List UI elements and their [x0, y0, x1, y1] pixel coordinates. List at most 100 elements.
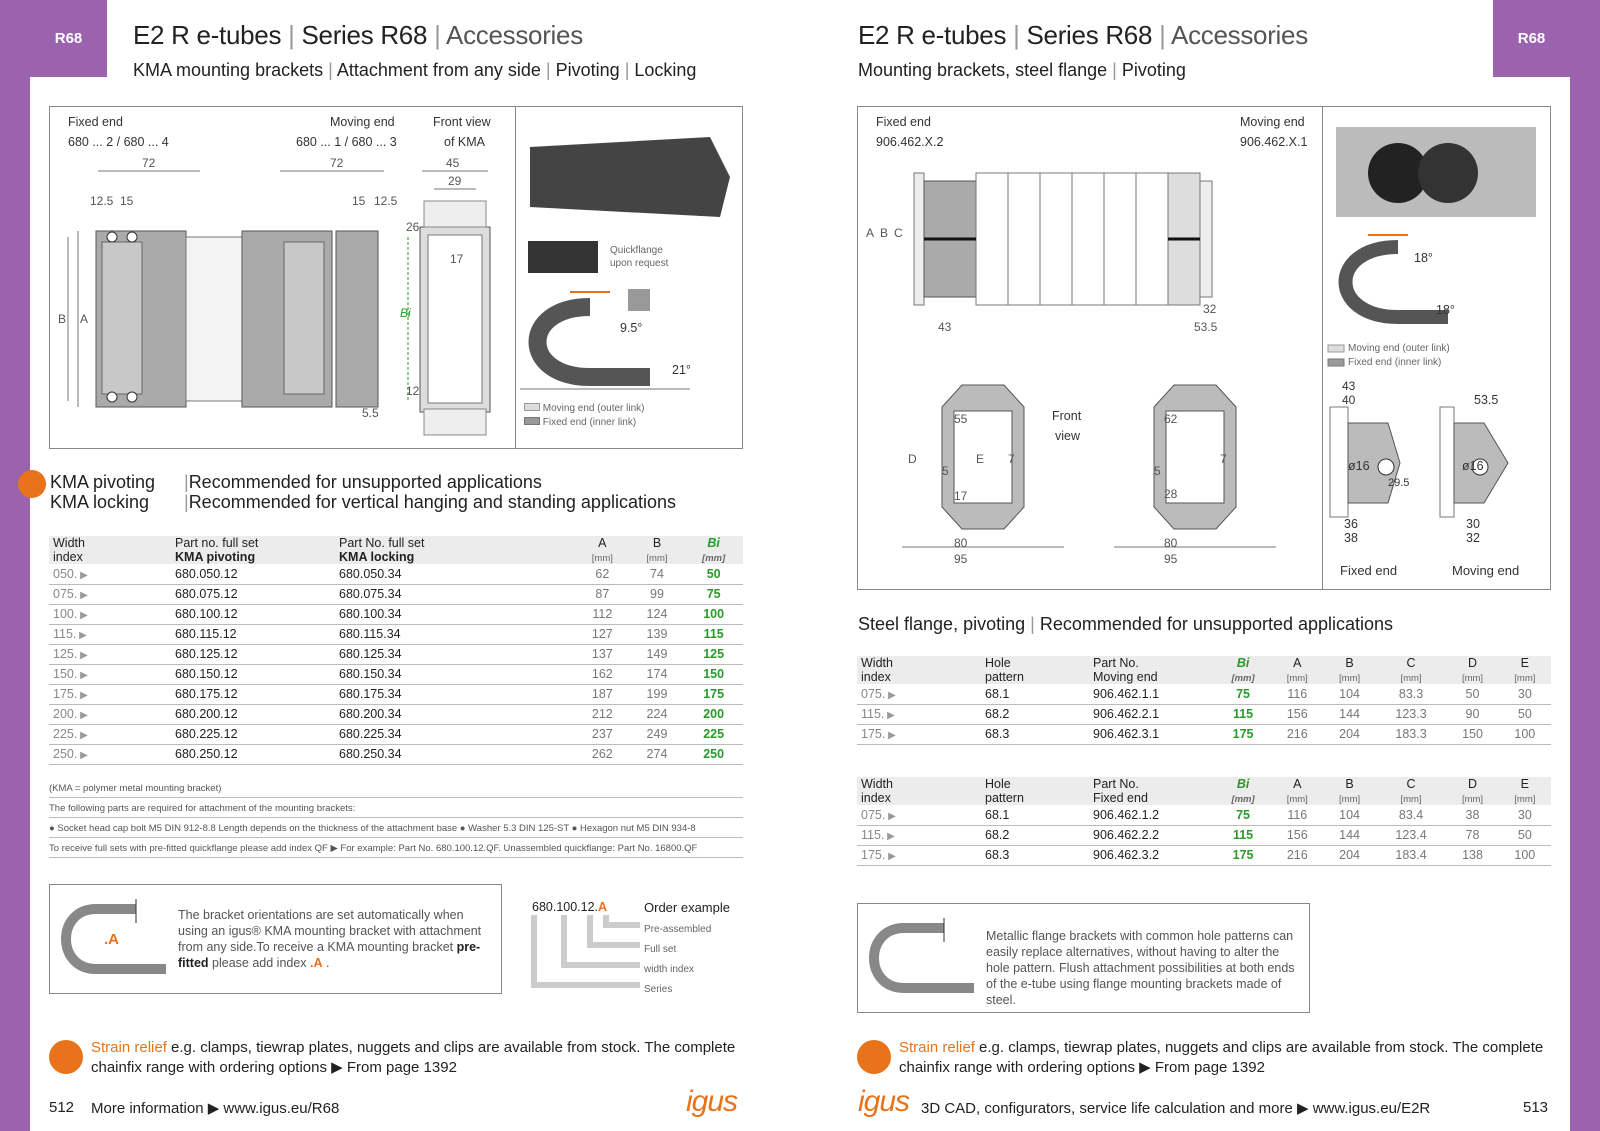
kma-recommendations: KMA pivoting|Recommended for unsupported…: [50, 472, 676, 512]
width-index-cell: 225. ▶: [49, 724, 171, 745]
dim-r-95-b: 95: [1164, 552, 1178, 566]
orientation-box: .A The bracket orientations are set auto…: [49, 884, 502, 994]
dim-r-95-a: 95: [954, 552, 968, 566]
dim-72-moving: 72: [330, 156, 344, 170]
side-dim-36: 36: [1344, 517, 1358, 531]
chain-curve-icon: [61, 899, 166, 974]
series-tab-left: R68: [30, 0, 107, 77]
dim-letter-b: B: [58, 312, 66, 326]
dim-5-5: 5.5: [362, 406, 379, 420]
right-page-title: E2 R e-tubes | Series R68 | Accessories: [858, 20, 1308, 50]
dim-12-5-right: 12.5: [374, 194, 398, 208]
legend-fixed-r: Fixed end (inner link): [1348, 357, 1442, 368]
width-index-cell: 200. ▶: [49, 704, 171, 725]
width-index-cell: 075. ▶: [49, 584, 171, 605]
width-index-cell: 125. ▶: [49, 644, 171, 665]
fixed-end-label: Fixed end: [68, 115, 123, 129]
steel-flange-tech-drawing: 43 32 53.5 55 17 80 95 62 28 80 95 5 7 5…: [866, 127, 1536, 566]
footer-link-right[interactable]: 3D CAD, configurators, service life calc…: [921, 1100, 1431, 1117]
side-dim-43: 43: [1342, 379, 1356, 393]
side-moving-label: Moving end: [1452, 563, 1520, 578]
dim-r-5-b: 5: [1154, 464, 1161, 478]
moving-end-label: Moving end: [330, 115, 395, 129]
order-preassembled: Pre-assembled: [644, 924, 712, 935]
order-example-title: Order example: [644, 900, 730, 915]
series-tab-right: R68: [1493, 0, 1570, 77]
width-index-cell: 150. ▶: [49, 664, 171, 685]
side-dim-40: 40: [1342, 393, 1356, 407]
dim-r-80-b: 80: [1164, 536, 1178, 550]
left-page-title: E2 R e-tubes | Series R68 | Accessories: [133, 20, 583, 50]
note-parts-required: The following parts are required for att…: [49, 800, 743, 818]
fixed-end-partno: 680 ... 2 / 680 ... 4: [68, 135, 169, 149]
dim-r-55: 55: [954, 412, 968, 426]
note-quickflange: To receive full sets with pre-fitted qui…: [49, 840, 743, 858]
side-dim-38: 38: [1344, 531, 1358, 545]
order-width-index: width index: [644, 964, 695, 975]
row-arrow-icon: ▶: [77, 590, 88, 601]
dim-r-letter-d: D: [908, 452, 917, 466]
strain-relief-icon-left: [49, 1040, 83, 1074]
dim-r-17: 17: [954, 489, 968, 503]
row-arrow-icon: ▶: [885, 810, 896, 822]
dim-r-letter-a: A: [866, 226, 874, 240]
dim-r-28: 28: [1164, 487, 1178, 501]
footer-link-left[interactable]: More information ▶ www.igus.eu/R68: [91, 1100, 340, 1117]
dim-15-right: 15: [352, 194, 366, 208]
steel-info-text: Metallic flange brackets with common hol…: [986, 929, 1295, 1007]
steel-flange-section-title: Steel flange, pivoting | Recommended for…: [858, 614, 1394, 634]
row-arrow-icon: ▶: [76, 630, 87, 641]
dim-r-5-a: 5: [942, 464, 949, 478]
dim-r-letter-c: C: [894, 226, 903, 240]
front-view-label-r: Front: [1052, 409, 1082, 423]
moving-end-partno: 680 ... 1 / 680 ... 3: [296, 135, 397, 149]
row-arrow-icon: ▶: [884, 831, 895, 842]
kma-drawing-box: Fixed end 680 ... 2 / 680 ... 4 Moving e…: [49, 106, 743, 449]
orientation-text: The bracket orientations are set automat…: [178, 908, 482, 970]
side-dim-29-5: 29.5: [1388, 477, 1410, 489]
dim-r-43: 43: [938, 320, 952, 334]
legend-moving: Moving end (outer link): [542, 403, 645, 414]
front-view-label: Front view: [433, 115, 491, 129]
side-dim-30: 30: [1466, 517, 1480, 531]
dim-17: 17: [450, 252, 464, 266]
row-arrow-icon: ▶: [885, 689, 896, 701]
igus-logo-right: igus: [858, 1085, 910, 1118]
right-page-subtitle: Mounting brackets, steel flange | Pivoti…: [858, 60, 1186, 80]
page-number-left: 512: [49, 1099, 75, 1116]
order-full-set: Full set: [644, 944, 677, 955]
width-index-cell: 050. ▶: [49, 564, 171, 585]
igus-logo-left: igus: [686, 1085, 738, 1118]
dim-r-62: 62: [1164, 412, 1178, 426]
dim-12: 12: [406, 384, 420, 398]
steel-info-box: Metallic flange brackets with common hol…: [857, 903, 1310, 1013]
quickflange-label: Quickflange: [610, 245, 663, 256]
quickflange-label-2: upon request: [610, 258, 669, 269]
dim-r-32: 32: [1203, 302, 1217, 316]
note-bolts: ● Socket head cap bolt M5 DIN 912-8.8 Le…: [49, 820, 743, 838]
right-page-edge: [1570, 0, 1600, 1131]
dim-r-letter-b: B: [880, 226, 888, 240]
dim-letter-a: A: [80, 312, 88, 326]
row-arrow-icon: ▶: [77, 730, 88, 741]
dim-26: 26: [406, 220, 420, 234]
order-code: 680.100.12.A: [532, 900, 608, 914]
front-view-label-2: of KMA: [444, 135, 485, 149]
row-arrow-icon: ▶: [77, 670, 88, 681]
orientation-a-label: .A: [104, 931, 119, 948]
legend-moving-r: Moving end (outer link): [1348, 343, 1450, 354]
steel-flange-drawing-box: Fixed end 906.462.X.2 Moving end 906.462…: [857, 106, 1551, 590]
dim-15-left: 15: [120, 194, 134, 208]
fixed-end-label-r: Fixed end: [876, 115, 931, 129]
